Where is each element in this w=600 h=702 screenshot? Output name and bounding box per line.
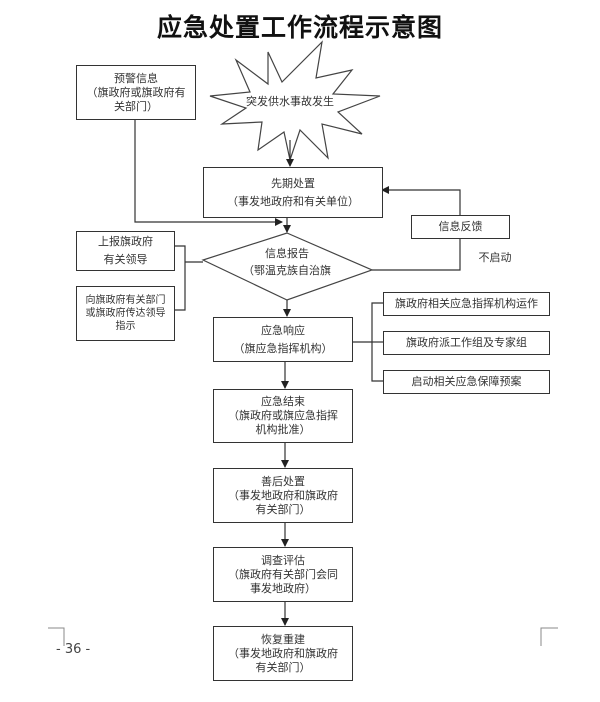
initial-line1: 先期处置 <box>271 176 315 190</box>
page-corner-right <box>540 627 558 646</box>
emergency-response-box: 应急响应 （旗应急指挥机构） <box>213 317 353 362</box>
arrow-warning-to-report <box>134 120 283 226</box>
warning-line3: 关部门） <box>114 99 158 113</box>
incident-label: 突发供水事故发生 <box>246 95 334 108</box>
warning-line1: 预警信息 <box>114 71 158 85</box>
report-leaders-line2: 有关领导 <box>103 253 148 266</box>
page-title: 应急处置工作流程示意图 <box>156 13 443 42</box>
recovery-line2: （事发地政府和旗政府 <box>228 646 338 660</box>
side3-label: 启动相关应急保障预案 <box>411 375 522 388</box>
side-box-work-group: 旗政府派工作组及专家组 <box>383 331 550 355</box>
recovery-line1: 恢复重建 <box>261 632 305 646</box>
relay-line1: 向旗政府有关部门 <box>85 295 166 306</box>
page-number: - 36 - <box>56 642 91 657</box>
initial-line2: （事发地政府和有关单位） <box>227 194 359 208</box>
response-line2: （旗应急指挥机构） <box>233 341 333 355</box>
not-start-label: 不启动 <box>478 251 512 264</box>
side1-label: 旗政府相关应急指挥机构运作 <box>395 297 538 310</box>
recovery-line3: 有关部门） <box>255 660 311 674</box>
relay-line2: 或旗政府传达领导 <box>85 308 166 319</box>
aftermath-line2: （事发地政府和旗政府 <box>228 488 338 502</box>
report-leaders-box: 上报旗政府 有关领导 <box>76 231 175 271</box>
warning-info-box: 预警信息 （旗政府或旗政府有 关部门） <box>76 65 196 120</box>
info-feedback-box: 信息反馈 <box>411 215 510 239</box>
warning-line2: （旗政府或旗政府有 <box>86 85 186 99</box>
relay-line3: 指示 <box>115 321 136 332</box>
side-box-support-plan: 启动相关应急保障预案 <box>383 370 550 394</box>
report-leaders-line1: 上报旗政府 <box>98 235 153 248</box>
side2-label: 旗政府派工作组及专家组 <box>406 336 527 349</box>
aftermath-box: 善后处置 （事发地政府和旗政府 有关部门） <box>213 468 353 523</box>
page-corner-left <box>48 627 65 646</box>
incident-burst-shape <box>209 40 381 163</box>
investigation-box: 调查评估 （旗政府有关部门会同 事发地政府） <box>213 547 353 602</box>
investigation-line1: 调查评估 <box>261 553 305 567</box>
end-line3: 机构批准） <box>255 423 311 436</box>
aftermath-line1: 善后处置 <box>261 474 305 488</box>
response-line1: 应急响应 <box>261 323 305 337</box>
relay-instructions-box: 向旗政府有关部门 或旗政府传达领导 指示 <box>76 286 175 341</box>
investigation-line3: 事发地政府） <box>250 581 316 595</box>
investigation-line2: （旗政府有关部门会同 <box>228 567 338 581</box>
report-line1: 信息报告 <box>265 247 309 260</box>
initial-disposal-box: 先期处置 （事发地政府和有关单位） <box>203 167 383 218</box>
feedback-label: 信息反馈 <box>438 220 483 233</box>
aftermath-line3: 有关部门） <box>255 502 311 516</box>
end-line1: 应急结束 <box>261 395 305 408</box>
recovery-box: 恢复重建 （事发地政府和旗政府 有关部门） <box>213 626 353 681</box>
emergency-end-box: 应急结束 （旗政府或旗应急指挥 机构批准） <box>213 389 353 443</box>
end-line2: （旗政府或旗应急指挥 <box>228 409 338 422</box>
report-line2: （鄂温克族自治旗 <box>243 264 331 277</box>
connector-left-bracket <box>175 245 186 311</box>
side-box-command-operation: 旗政府相关应急指挥机构运作 <box>383 292 550 316</box>
